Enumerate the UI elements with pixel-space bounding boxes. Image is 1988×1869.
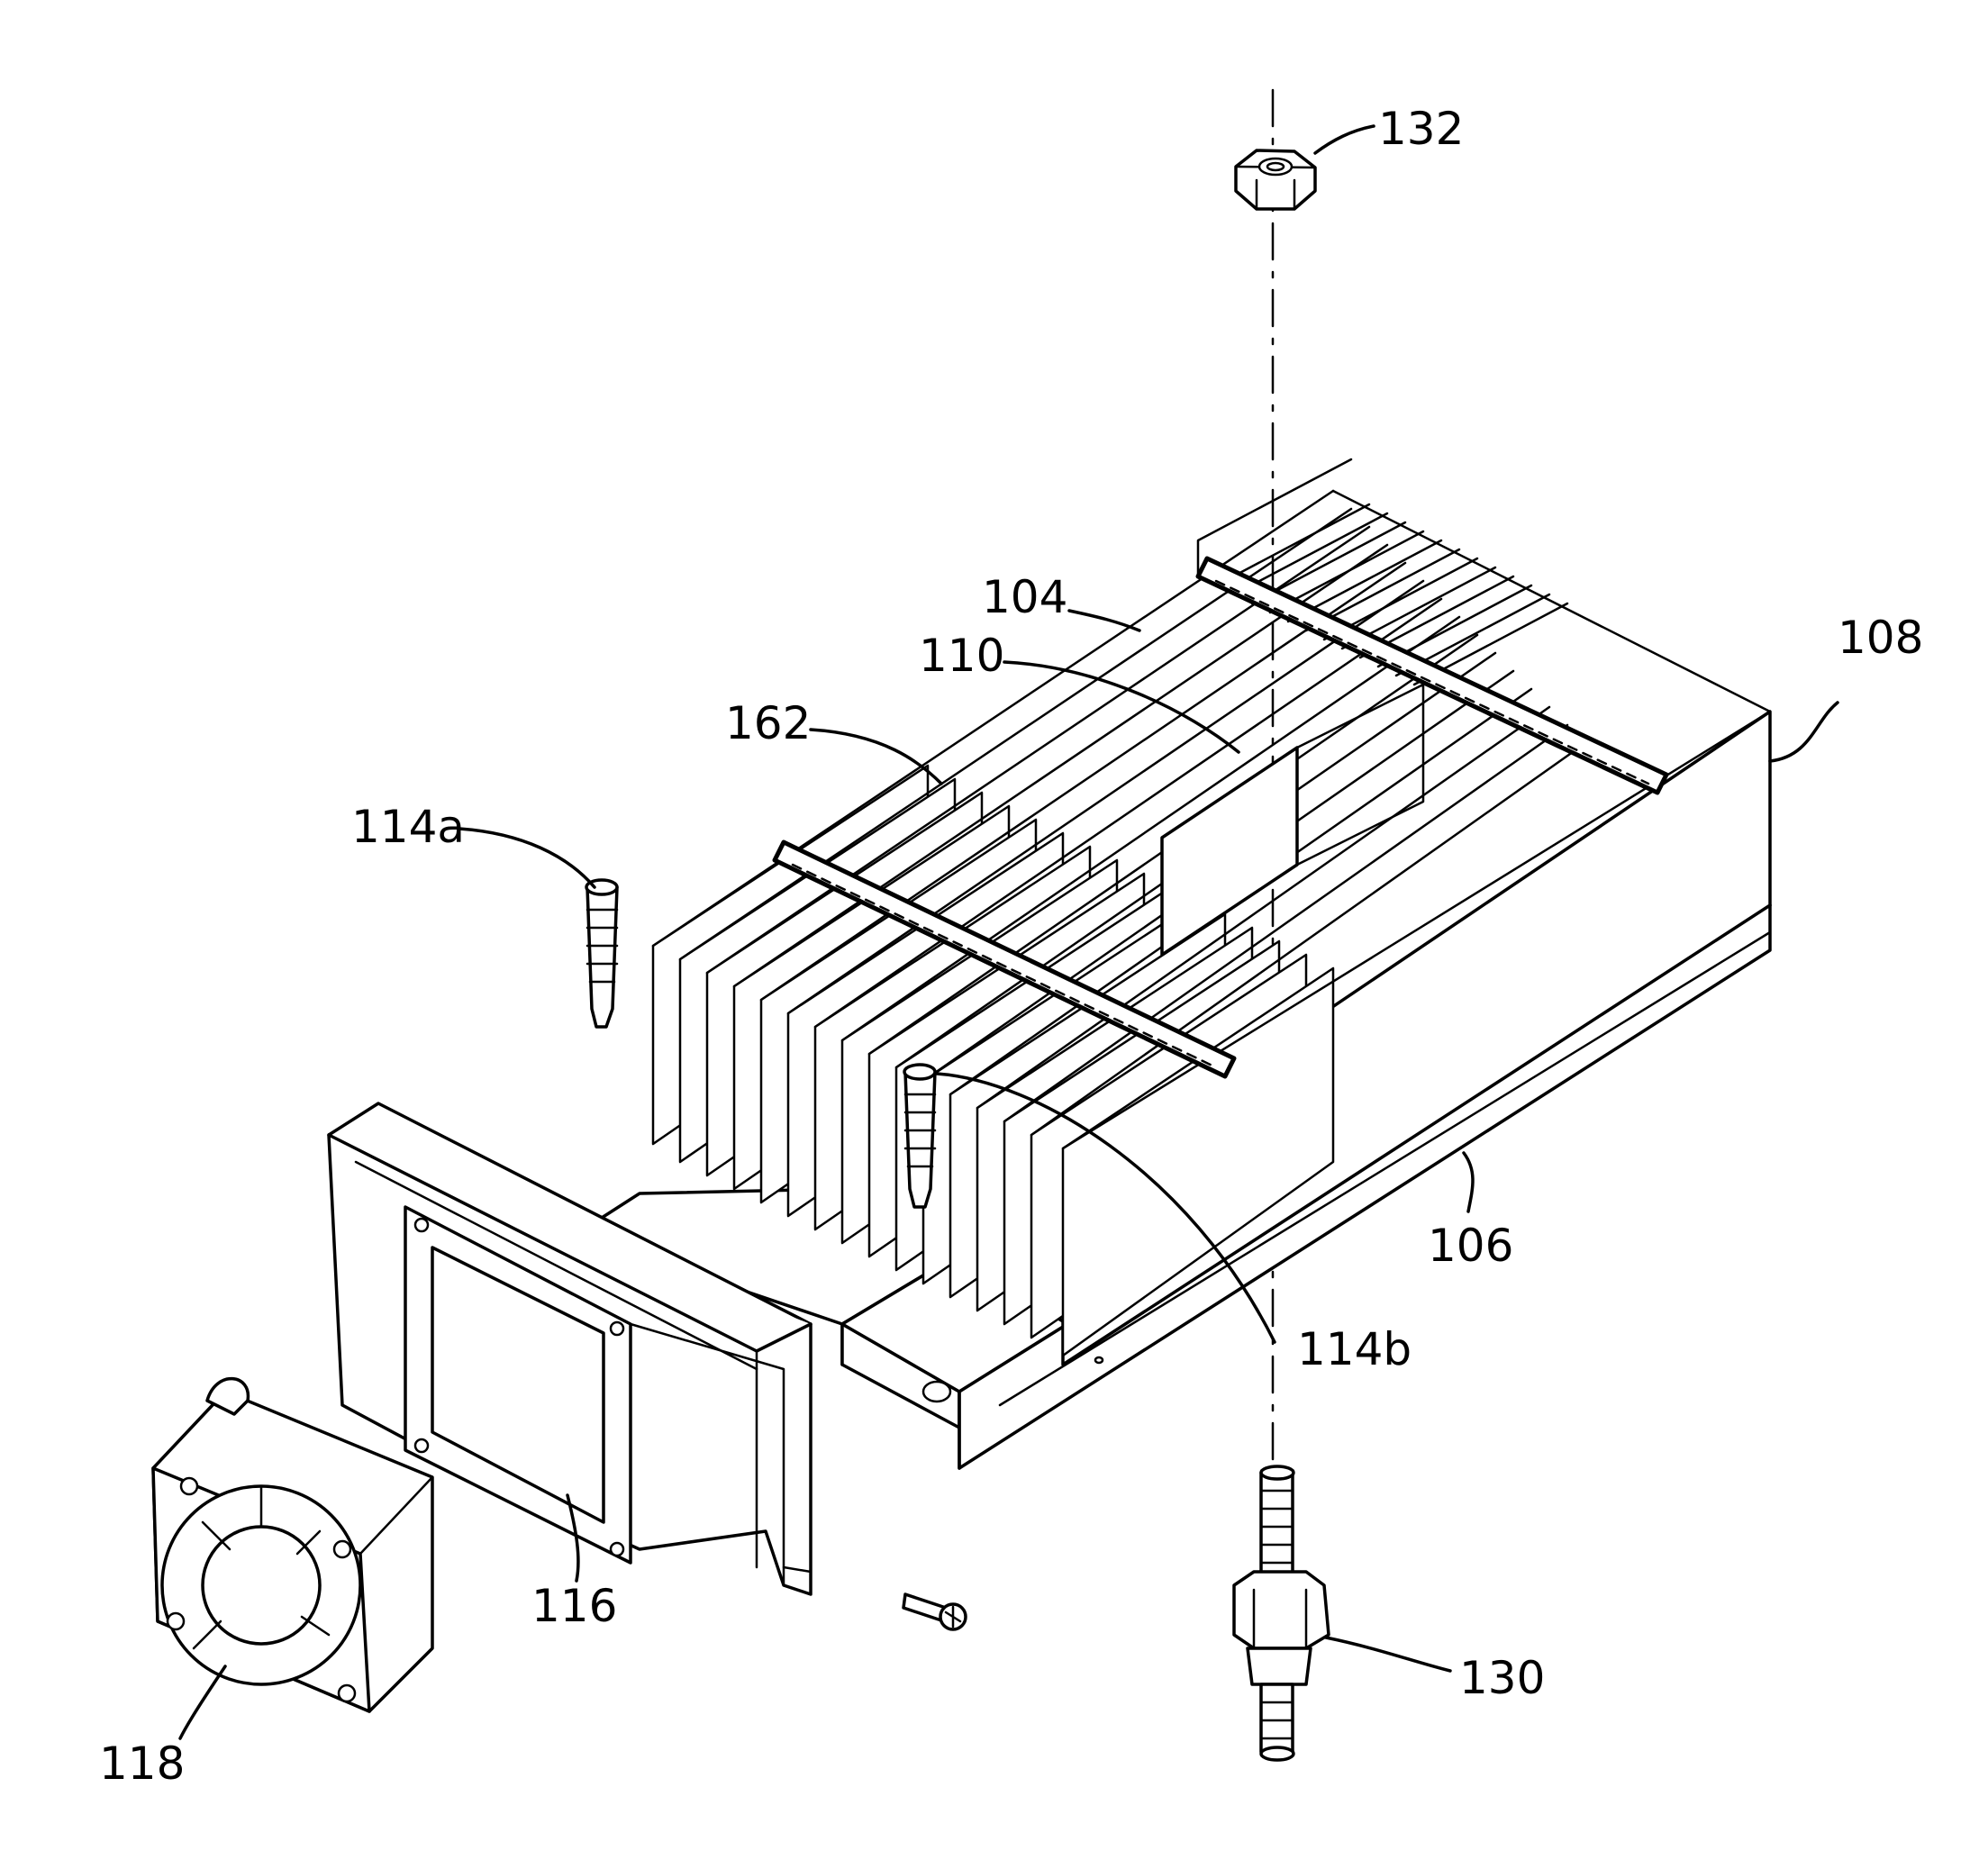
- leader-132: [1315, 126, 1374, 153]
- leader-110: [1004, 662, 1239, 752]
- label-110: 110: [919, 630, 1004, 682]
- label-108: 108: [1838, 612, 1923, 664]
- leader-118: [180, 1666, 225, 1738]
- leader-106: [1464, 1153, 1473, 1211]
- leader-108: [1770, 703, 1838, 761]
- standoff-114a: [586, 880, 617, 1027]
- leader-104: [1069, 611, 1139, 631]
- fin-cutout-110: [1162, 748, 1297, 955]
- label-162: 162: [725, 697, 811, 749]
- label-132: 132: [1378, 103, 1464, 155]
- label-116: 116: [531, 1580, 617, 1632]
- leader-114a: [459, 829, 595, 887]
- label-114a: 114a: [351, 801, 465, 853]
- label-104: 104: [982, 571, 1067, 623]
- label-118: 118: [99, 1737, 185, 1790]
- hex-nut-132: [1236, 150, 1315, 209]
- standoff-114b: [904, 1065, 935, 1207]
- small-screw: [903, 1594, 966, 1629]
- threaded-stud-130: [1234, 1466, 1329, 1760]
- label-114b: 114b: [1297, 1323, 1412, 1375]
- label-106: 106: [1428, 1220, 1513, 1272]
- leader-130: [1326, 1638, 1450, 1671]
- label-130: 130: [1459, 1652, 1545, 1704]
